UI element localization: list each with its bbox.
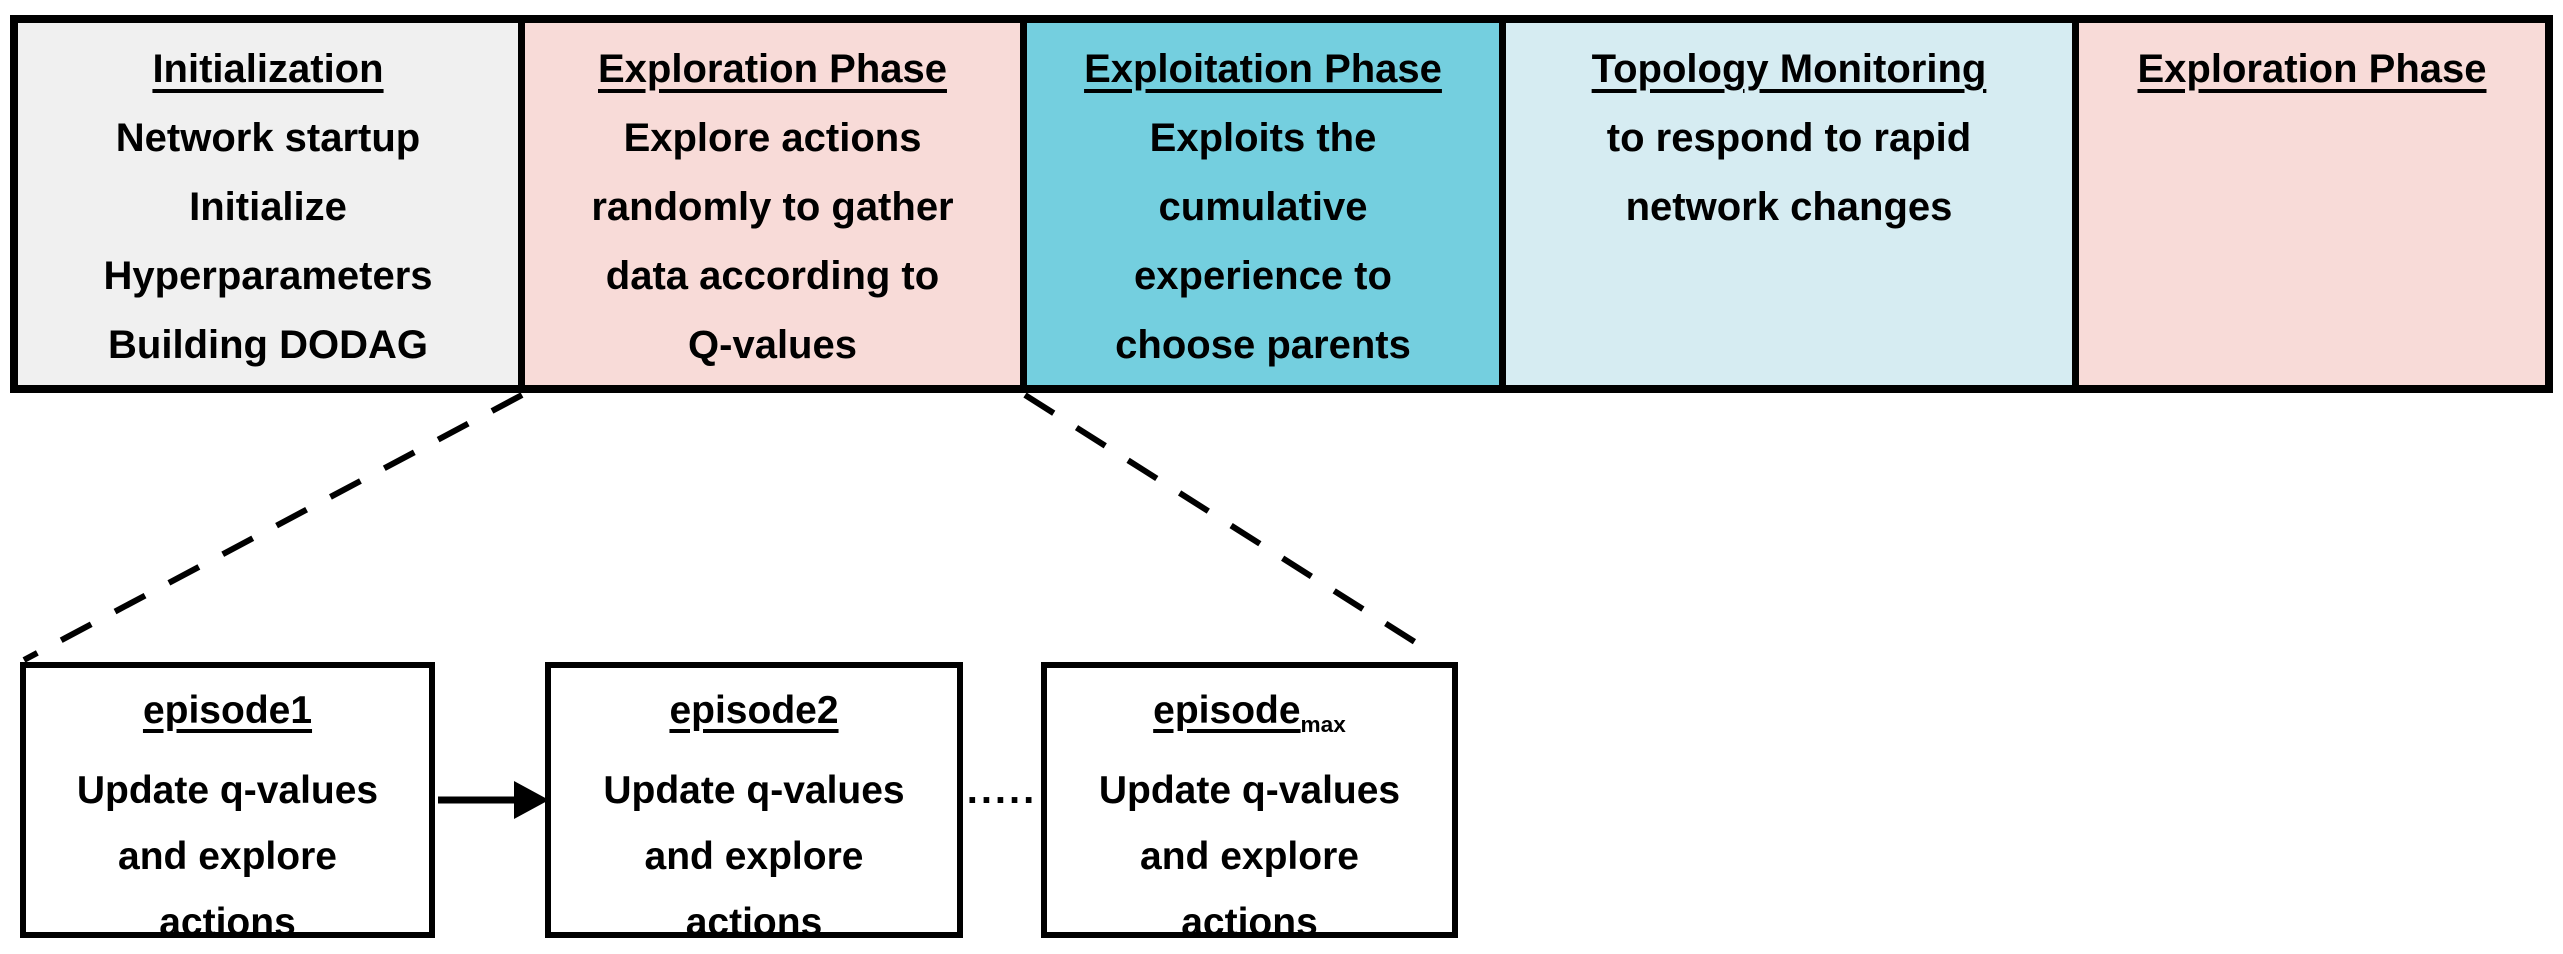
episode-title-subscript: max [1300,711,1346,737]
episode-box-max: episodemax Update q-values and explore a… [1041,662,1458,944]
episode-box-1: episode1 Update q-values and explore act… [20,662,435,944]
phase-title-topology-monitoring: Topology Monitoring [1591,47,1987,91]
phase-line: cumulative [1158,185,1368,229]
episode-title-text: episode [1153,689,1301,732]
phase-box-exploration: Exploration Phase Explore actions random… [525,23,1020,385]
episode-title-text: episode2 [669,689,839,732]
phase-line: Exploits the [1149,116,1377,160]
phase-line: network changes [1625,185,1953,229]
phase-line: Hyperparameters [103,254,433,298]
phase-line: Building DODAG [108,323,428,367]
dashed-connector-left [22,392,524,663]
episode-title-max: episodemax [1047,678,1452,758]
phase-line: experience to [1134,254,1392,298]
episode-line: and explore [118,834,337,878]
phase-line: Initialize [189,185,347,229]
episode-line: actions [685,900,823,944]
phase-line: Explore actions [623,116,922,160]
phase-title-exploitation: Exploitation Phase [1084,47,1442,91]
episode-box-2: episode2 Update q-values and explore act… [545,662,963,944]
episode-ellipsis-dots: ..... [966,768,1038,812]
phase-line: to respond to rapid [1606,116,1972,160]
episode-title-1: episode1 [26,678,429,758]
episode-line: and explore [1140,834,1359,878]
episode-line: and explore [644,834,864,878]
phase-line: Q-values [688,323,857,367]
episode-title-text: episode1 [142,689,313,732]
phase-title-initialization: Initialization [152,47,384,91]
phase-line: choose parents [1115,323,1411,367]
episode-line: Update q-values [603,768,905,812]
phase-title-exploration: Exploration Phase [598,47,947,91]
phase-line: randomly to gather [591,185,954,229]
phase-box-topology-monitoring: Topology Monitoring to respond to rapid … [1506,23,2072,385]
phase-box-exploitation: Exploitation Phase Exploits the cumulati… [1027,23,1499,385]
episode-title-2: episode2 [551,678,957,758]
episode-line: actions [159,900,296,944]
phase-box-exploration-2: Exploration Phase [2079,23,2545,385]
phases-row: Initialization Network startup Initializ… [10,15,2553,393]
episode-line: Update q-values [76,768,379,812]
phase-title-exploration-2: Exploration Phase [2137,47,2487,91]
dashed-connector-right [1023,392,1439,659]
episode-line: actions [1181,900,1318,944]
episode-arrow-head [514,781,549,819]
phase-box-initialization: Initialization Network startup Initializ… [18,23,518,385]
episode-line: Update q-values [1098,768,1401,812]
phase-line: data according to [605,254,940,298]
phase-line: Network startup [115,116,421,160]
